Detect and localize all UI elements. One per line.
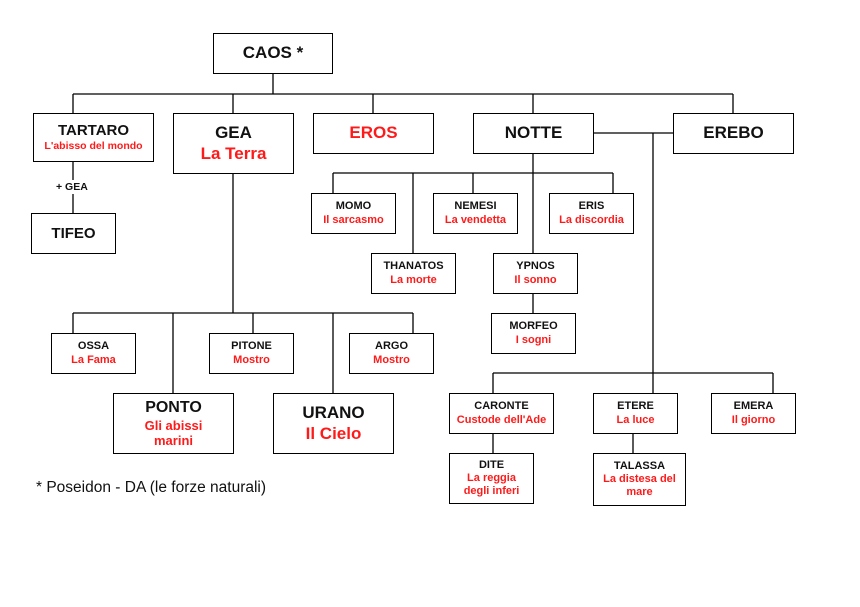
node-name: CAOS * (242, 43, 304, 63)
node-name: THANATOS (383, 260, 444, 273)
node-name: ERIS (578, 200, 605, 213)
node-name: TARTARO (57, 122, 130, 140)
node-desc: Custode dell'Ade (456, 413, 547, 426)
node-name: EMERA (733, 400, 774, 413)
node-desc: I sogni (515, 333, 552, 346)
node-ponto: PONTO Gli abissi marini (113, 393, 234, 454)
node-desc: Il sonno (514, 273, 557, 286)
node-erebo: EREBO (673, 113, 794, 154)
node-eros: EROS (313, 113, 434, 154)
node-desc: La discordia (559, 213, 624, 226)
node-name: PONTO (145, 399, 202, 417)
node-desc: Il sarcasmo (323, 213, 384, 226)
node-name: ARGO (375, 340, 408, 353)
node-ypnos: YPNOS Il sonno (493, 253, 578, 294)
node-desc: Il giorno (731, 413, 776, 426)
node-morfeo: MORFEO I sogni (491, 313, 576, 354)
node-desc: La distesa del mare (603, 472, 676, 499)
node-desc: La reggia degli inferi (463, 471, 520, 498)
node-urano: URANO Il Cielo (273, 393, 394, 454)
node-eris: ERIS La discordia (549, 193, 634, 234)
node-desc: La morte (390, 273, 437, 286)
node-tartaro: TARTARO L'abisso del mondo (33, 113, 154, 162)
node-talassa: TALASSA La distesa del mare (593, 453, 686, 506)
edge-label: + GEA (54, 180, 90, 194)
node-name: TIFEO (51, 224, 96, 242)
node-dite: DITE La reggia degli inferi (449, 453, 534, 504)
node-nemesi: NEMESI La vendetta (433, 193, 518, 234)
node-gea: GEA La Terra (173, 113, 294, 174)
node-name: GEA (215, 123, 252, 143)
node-ossa: OSSA La Fama (51, 333, 136, 374)
node-desc: La Terra (200, 143, 267, 163)
node-desc: La luce (616, 413, 655, 426)
node-name: URANO (302, 403, 365, 423)
node-name: DITE (478, 458, 505, 471)
node-name: EREBO (703, 123, 764, 143)
node-desc: Mostro (233, 353, 270, 366)
node-desc: Gli abissi marini (144, 417, 203, 449)
node-name: OSSA (77, 340, 110, 353)
node-notte: NOTTE (473, 113, 594, 154)
node-argo: ARGO Mostro (349, 333, 434, 374)
node-desc: La vendetta (444, 213, 507, 226)
node-desc: Il Cielo (305, 423, 362, 443)
node-caronte: CARONTE Custode dell'Ade (449, 393, 554, 434)
node-desc: La Fama (71, 353, 116, 366)
node-name: MORFEO (509, 320, 558, 333)
node-tifeo: TIFEO (31, 213, 116, 254)
footnote: * Poseidon - DA (le forze naturali) (36, 479, 267, 496)
node-name: ETERE (617, 400, 654, 413)
node-name: NEMESI (454, 200, 497, 213)
node-name: YPNOS (516, 260, 555, 273)
node-name: EROS (349, 123, 398, 143)
node-name: NOTTE (504, 123, 563, 143)
node-desc: Mostro (373, 353, 410, 366)
node-pitone: PITONE Mostro (209, 333, 294, 374)
node-desc: L'abisso del mondo (44, 140, 143, 153)
node-caos: CAOS * (213, 33, 333, 74)
node-thanatos: THANATOS La morte (371, 253, 456, 294)
node-name: PITONE (231, 340, 272, 353)
node-name: TALASSA (613, 459, 666, 472)
node-name: CARONTE (474, 400, 529, 413)
node-momo: MOMO Il sarcasmo (311, 193, 396, 234)
node-etere: ETERE La luce (593, 393, 678, 434)
node-name: MOMO (335, 200, 372, 213)
node-emera: EMERA Il giorno (711, 393, 796, 434)
